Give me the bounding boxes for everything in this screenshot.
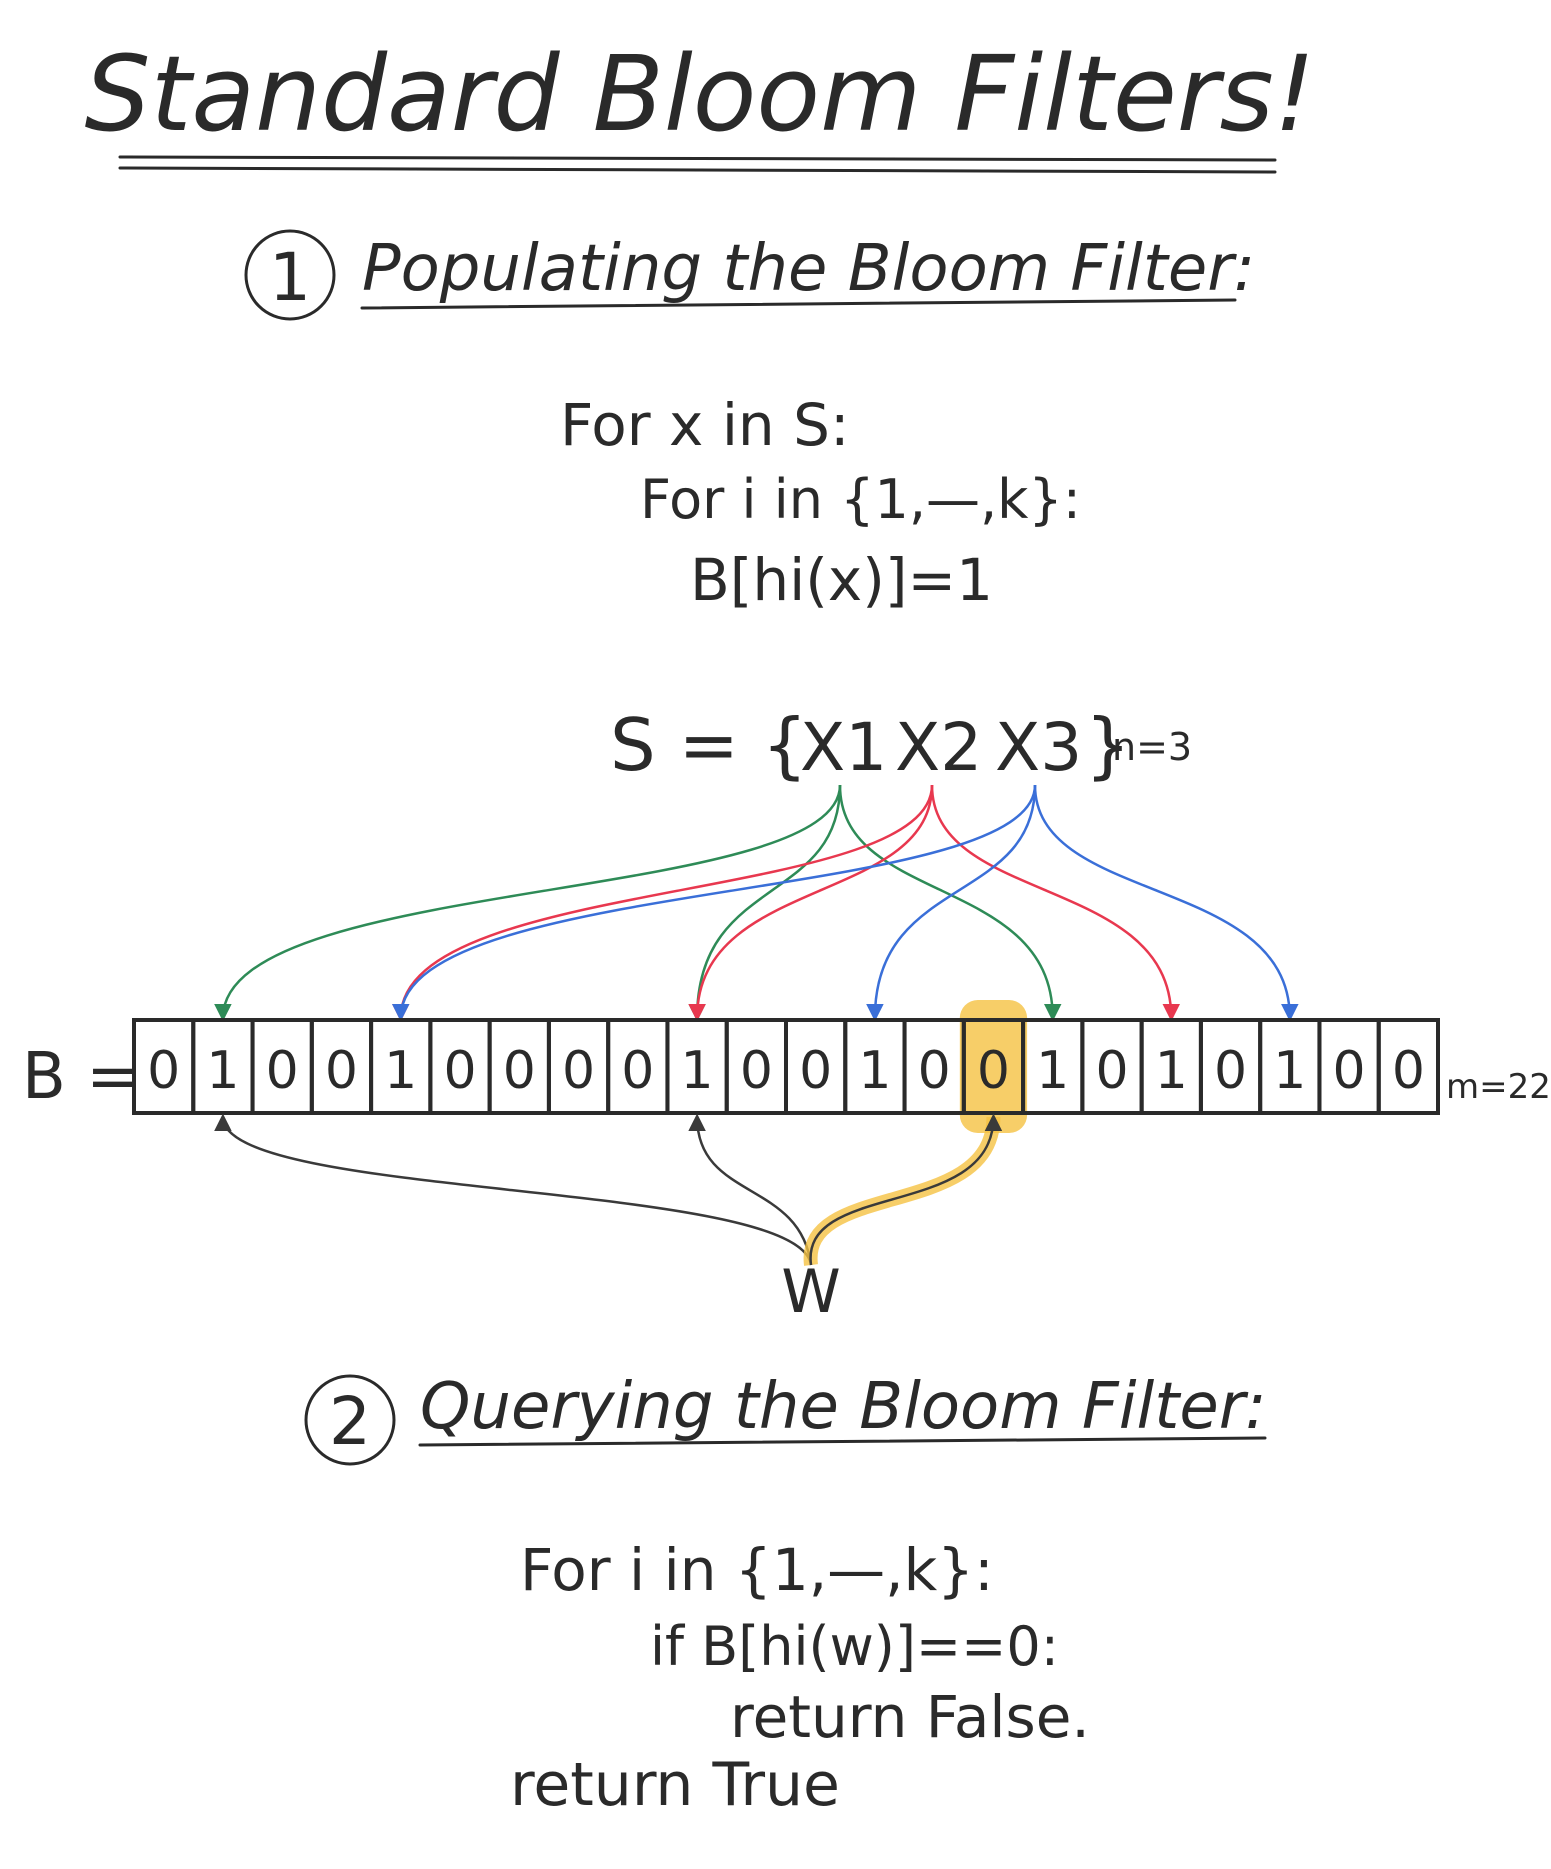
bit-cell: 0 <box>546 1018 611 1115</box>
query-code-line-3: return False. <box>730 1683 1090 1751</box>
section-2-number: 2 <box>329 1383 371 1460</box>
bit-value: 0 <box>266 1041 299 1101</box>
query-arrow <box>688 1113 813 1266</box>
bit-cell: 0 <box>1080 1018 1144 1115</box>
title-underline-2 <box>118 166 1277 174</box>
section-1-heading: Populating the Bloom Filter: <box>362 232 1255 306</box>
bit-cell: 1 <box>843 1018 907 1115</box>
bit-cell: 0 <box>606 1018 670 1115</box>
bit-value: 1 <box>206 1041 239 1101</box>
hash-arrows <box>214 784 1299 1022</box>
query-code-line-1: For i in {1,—,k}: <box>520 1536 994 1604</box>
bit-cell: 0 <box>1198 1018 1263 1115</box>
bit-value: 1 <box>1273 1041 1306 1101</box>
bit-cell: 0 <box>784 1018 848 1115</box>
hash-arrow-x1 <box>838 784 1062 1022</box>
bit-cell: 1 <box>665 1018 729 1115</box>
hash-arrow-x2 <box>392 784 934 1022</box>
query-arrows <box>214 1113 1003 1266</box>
bit-value: 1 <box>681 1041 714 1101</box>
array-label: B = <box>22 1040 140 1114</box>
bit-value: 0 <box>977 1041 1010 1101</box>
bit-value: 1 <box>1155 1041 1188 1101</box>
bit-value: 0 <box>621 1041 654 1101</box>
bit-value: 0 <box>1392 1041 1425 1101</box>
bit-value: 0 <box>1333 1041 1366 1101</box>
section-2-underline <box>418 1436 1267 1447</box>
page-title: Standard Bloom Filters! <box>85 33 1316 155</box>
bit-value: 0 <box>740 1041 773 1101</box>
set-element-x1: X1 <box>800 709 887 786</box>
query-code-line-2: if B[hi(w)]==0: <box>650 1615 1059 1678</box>
bit-cell: 1 <box>1258 1018 1322 1115</box>
bit-value: 1 <box>858 1041 891 1101</box>
bit-value: 0 <box>325 1041 358 1101</box>
bit-cell: 0 <box>1376 1018 1441 1115</box>
bit-cell: 0 <box>902 1018 966 1115</box>
bit-cell: 0 <box>250 1018 314 1115</box>
query-arrow <box>214 1113 813 1266</box>
hash-arrow-x1 <box>688 784 842 1022</box>
bit-cell: 1 <box>1021 1018 1085 1115</box>
bit-cell: 1 <box>369 1018 433 1115</box>
bit-value: 0 <box>443 1041 476 1101</box>
query-arrow <box>809 1113 1003 1266</box>
bit-value: 0 <box>1214 1041 1247 1101</box>
bit-cell: 0 <box>1317 1018 1381 1115</box>
section-1-number-circle <box>244 229 336 321</box>
hash-arrow-x3 <box>392 784 1037 1022</box>
set-size-label: n=3 <box>1112 725 1192 769</box>
bit-cell: 0 <box>724 1018 789 1115</box>
bit-value: 0 <box>918 1041 951 1101</box>
bit-cell: 0 <box>309 1018 374 1115</box>
populate-code-line-3: B[hi(x)]=1 <box>690 546 993 614</box>
bit-value: 1 <box>1036 1041 1069 1101</box>
bit-cell: 0 <box>132 1018 196 1115</box>
set-element-x3: X3 <box>995 709 1082 786</box>
hash-arrow-x3 <box>866 784 1037 1022</box>
query-highlight <box>959 1000 1028 1133</box>
query-element-w: W <box>781 1257 840 1327</box>
hash-arrow-x3 <box>1033 784 1299 1022</box>
hash-arrow-x2 <box>930 784 1180 1022</box>
array-size-label: m=22 <box>1446 1067 1551 1107</box>
bit-cell: 1 <box>191 1018 255 1115</box>
populate-code-line-2: For i in {1,—,k}: <box>640 468 1081 531</box>
bit-cell-border <box>1376 1018 1441 1115</box>
bit-value: 0 <box>799 1041 832 1101</box>
bit-cell: 1 <box>1139 1018 1203 1115</box>
bit-value: 0 <box>147 1041 180 1101</box>
title-underline-1 <box>118 155 1277 162</box>
set-suffix: } <box>1085 703 1131 787</box>
section-2-heading: Querying the Bloom Filter: <box>420 1370 1267 1444</box>
populate-code-line-1: For x in S: <box>560 391 850 459</box>
section-1-underline <box>360 298 1237 310</box>
bit-value: 0 <box>503 1041 536 1101</box>
hash-arrow-x2 <box>688 784 934 1022</box>
query-code-line-4: return True <box>510 1750 840 1820</box>
query-arrow-highlight <box>803 1116 1001 1266</box>
bit-cell: 0 <box>487 1018 551 1115</box>
hash-arrow-x1 <box>214 784 842 1022</box>
set-element-x2: X2 <box>895 709 982 786</box>
section-2-number-circle <box>304 1374 396 1466</box>
section-1-number: 1 <box>269 239 311 316</box>
set-prefix: S = { <box>610 703 808 787</box>
bit-cell: 0 <box>428 1018 492 1115</box>
bit-value: 0 <box>1095 1041 1128 1101</box>
bit-value: 0 <box>562 1041 595 1101</box>
bit-value: 1 <box>384 1041 417 1101</box>
